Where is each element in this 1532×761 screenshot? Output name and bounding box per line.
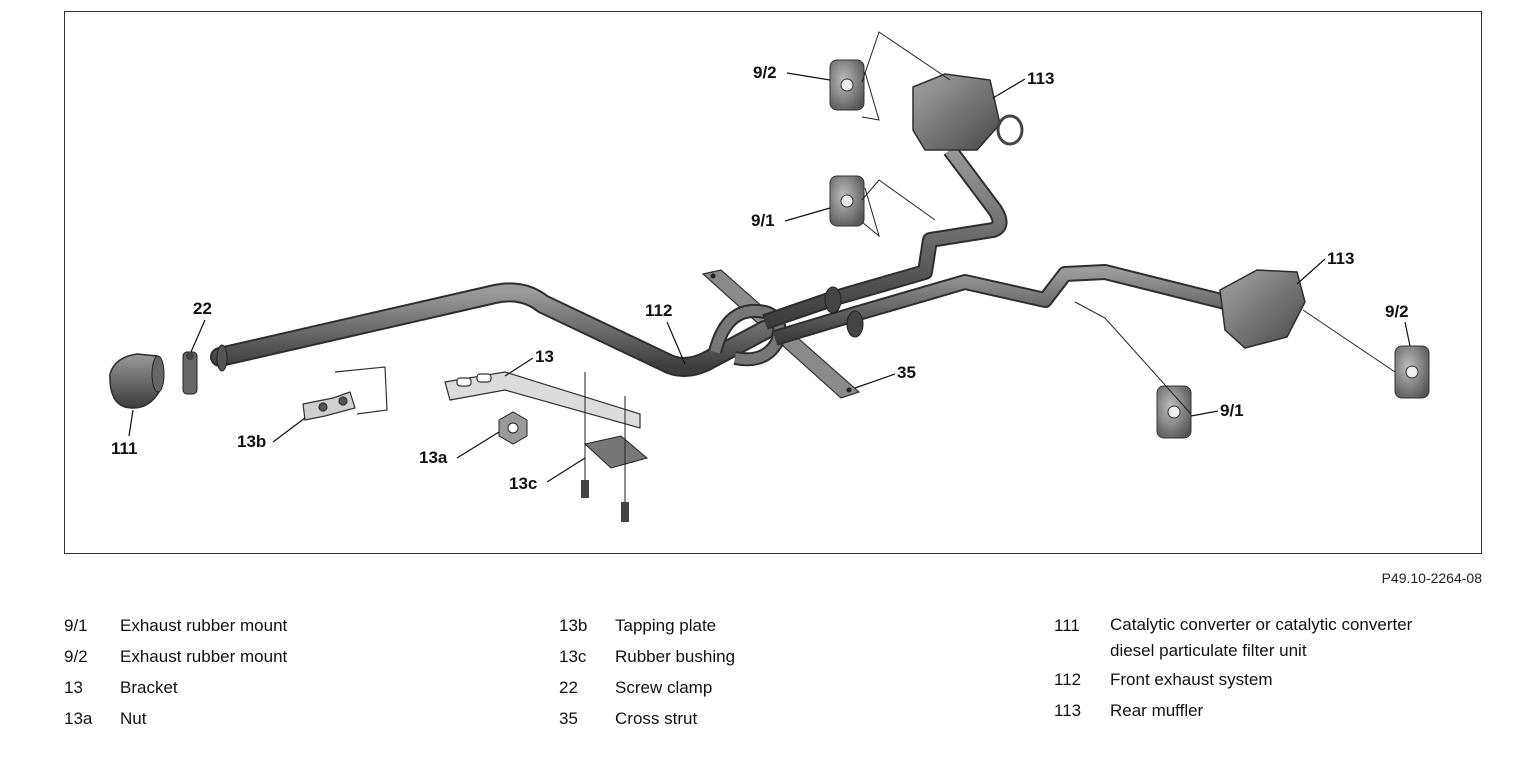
callout-113-top: 113	[1027, 69, 1054, 88]
clamp-lower	[846, 310, 864, 338]
rubber-mount-low	[1156, 385, 1192, 439]
legend-number: 13b	[559, 616, 588, 635]
clamp-upper	[824, 286, 842, 314]
legend-text: Exhaust rubber mount	[120, 647, 288, 666]
legend-number: 13	[64, 678, 83, 697]
rubber-mount-right	[1394, 345, 1430, 399]
bracket	[444, 371, 641, 429]
legend-item: 13 Bracket	[64, 672, 287, 703]
lower-branch-pipe	[772, 264, 1227, 346]
legend-number: 112	[1054, 670, 1082, 689]
legend-number: 9/1	[64, 616, 88, 635]
legend-number: 111	[1054, 616, 1080, 635]
tapping-plate	[302, 366, 388, 421]
rubber-bushing	[581, 372, 649, 522]
legend-column-3: 111 Catalytic converter or catalytic con…	[1054, 610, 1412, 726]
exhaust-diagram: 9/2 113 9/1 113 9/2 9/1 22 112 13 35 111…	[109, 31, 1430, 522]
diagram-frame: 9/2 113 9/1 113 9/2 9/1 22 112 13 35 111…	[64, 11, 1482, 554]
legend-text-line-1: Catalytic converter or catalytic convert…	[1110, 615, 1413, 634]
legend-text: Tapping plate	[615, 616, 717, 635]
callout-9-2-top: 9/2	[753, 63, 777, 82]
legend-text: Rubber bushing	[615, 647, 736, 666]
legend-number: 13c	[559, 647, 587, 666]
legend-item: 22 Screw clamp	[559, 672, 735, 703]
legend-text-line-2: diesel particulate filter unit	[1110, 641, 1307, 660]
screw-clamp	[182, 351, 198, 395]
legend-column-1: 9/1 Exhaust rubber mount 9/2 Exhaust rub…	[64, 610, 287, 734]
legend-item: 112 Front exhaust system	[1054, 664, 1412, 695]
callout-9-2-right: 9/2	[1385, 302, 1409, 321]
callout-13a: 13a	[419, 448, 448, 467]
legend-item: 13c Rubber bushing	[559, 641, 735, 672]
legend-number: 9/2	[64, 647, 88, 666]
legend-text: Screw clamp	[615, 678, 713, 697]
callout-13: 13	[535, 347, 554, 366]
legend-item: 35 Cross strut	[559, 703, 735, 734]
rubber-mount-top	[829, 59, 865, 111]
legend-item: 9/1 Exhaust rubber mount	[64, 610, 287, 641]
mount-leader-lines	[861, 31, 1396, 415]
callout-111: 111	[111, 439, 138, 458]
upper-branch-pipe	[762, 145, 1008, 330]
legend-text: Bracket	[120, 678, 178, 697]
callout-35: 35	[897, 363, 916, 382]
rubber-mount-mid	[829, 175, 865, 227]
legend-number: 35	[559, 709, 578, 728]
legend-text: Catalytic converter or catalytic convert…	[1110, 610, 1412, 664]
figure-id: P49.10-2264-08	[1381, 570, 1482, 586]
front-exhaust-pipe	[210, 282, 787, 377]
legend-item: 9/2 Exhaust rubber mount	[64, 641, 287, 672]
legend-item: 13a Nut	[64, 703, 287, 734]
callout-9-1-mid: 9/1	[751, 211, 775, 230]
legend-item: 13b Tapping plate	[559, 610, 735, 641]
top-rear-muffler	[912, 73, 1024, 151]
callout-113-right: 113	[1327, 249, 1354, 268]
callout-9-1-low: 9/1	[1220, 401, 1244, 420]
nut	[498, 411, 528, 445]
legend-number: 113	[1054, 701, 1082, 720]
legend-number: 13a	[64, 709, 93, 728]
legend-text: Cross strut	[615, 709, 698, 728]
legend-item: 111 Catalytic converter or catalytic con…	[1054, 610, 1412, 664]
legend-column-2: 13b Tapping plate 13c Rubber bushing 22 …	[559, 610, 735, 734]
legend-number: 22	[559, 678, 578, 697]
callout-112: 112	[645, 301, 672, 320]
callout-13b: 13b	[237, 432, 266, 451]
catalytic-converter	[109, 353, 165, 409]
callout-13c: 13c	[509, 474, 537, 493]
legend-text: Exhaust rubber mount	[120, 616, 288, 635]
callout-22: 22	[193, 299, 212, 318]
legend-text: Front exhaust system	[1110, 670, 1273, 689]
legend-text: Rear muffler	[1110, 701, 1204, 720]
legend-text: Nut	[120, 709, 147, 728]
right-rear-muffler	[1219, 269, 1306, 349]
legend-item: 113 Rear muffler	[1054, 695, 1412, 726]
